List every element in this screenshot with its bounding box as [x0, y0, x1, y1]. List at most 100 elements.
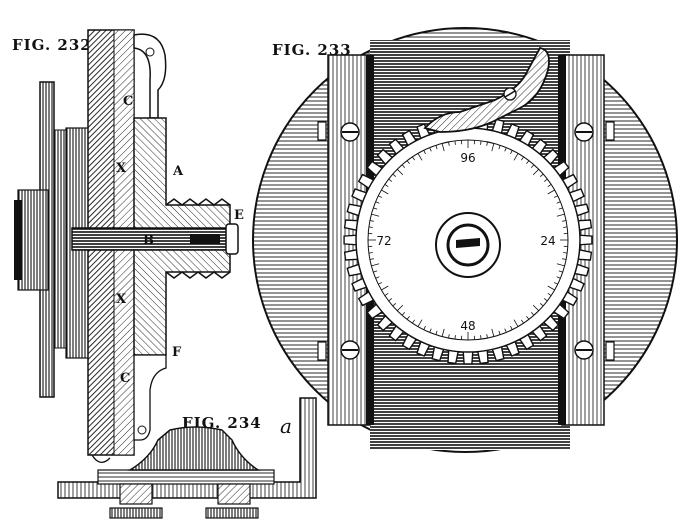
- graduation-tick: [556, 276, 561, 279]
- cone-boss: [127, 426, 261, 471]
- graduation-tick: [423, 325, 426, 330]
- graduation-tick: [429, 147, 432, 152]
- graduation-tick: [558, 207, 563, 210]
- graduation-tick: [480, 335, 482, 340]
- graduation-tick: [369, 220, 374, 222]
- label-x-bottom: X: [116, 292, 127, 307]
- graduation-tick: [441, 143, 445, 152]
- graduation-tick: [412, 156, 416, 161]
- graduation-tick: [547, 189, 555, 195]
- figure-232: FIG. 232 C X A E B X F C: [12, 29, 244, 463]
- graduation-tick: [510, 150, 513, 155]
- graduation-tick: [401, 164, 406, 169]
- graduation-tick: [520, 319, 524, 324]
- graduation-tick: [510, 325, 513, 330]
- graduation-tick: [388, 178, 393, 182]
- graduation-tick: [448, 334, 450, 339]
- label-c-bottom: C: [120, 371, 130, 386]
- label-e: E: [234, 208, 244, 223]
- graduation-tick: [371, 213, 380, 217]
- graduation-tick: [375, 276, 380, 279]
- figure-234: FIG. 234 a: [57, 397, 317, 519]
- graduation-tick: [371, 263, 380, 267]
- graduation-tick: [491, 328, 495, 337]
- graduation-tick: [435, 330, 438, 335]
- graduation-tick: [563, 226, 568, 228]
- graduation-tick: [486, 141, 488, 146]
- graduation-tick: [373, 270, 378, 273]
- dial-number-bottom: 48: [460, 319, 475, 333]
- graduation-tick: [378, 282, 383, 285]
- graduation-tick: [373, 207, 378, 210]
- label-a-lower: a: [280, 414, 292, 438]
- graduation-tick: [556, 213, 565, 217]
- graduation-tick: [423, 150, 426, 155]
- graduation-tick: [562, 220, 567, 222]
- graduation-tick: [553, 282, 558, 285]
- graduation-tick: [454, 140, 456, 145]
- nut-left: [119, 483, 153, 505]
- graduation-tick: [526, 160, 530, 165]
- thumbscrew-right: [205, 507, 259, 519]
- graduation-tick: [448, 141, 450, 146]
- graduation-tick: [556, 263, 565, 267]
- dial-number-right: 24: [540, 234, 555, 248]
- graduation-tick: [526, 315, 530, 320]
- graduation-tick: [556, 201, 561, 204]
- graduation-tick: [530, 311, 535, 316]
- screw-heads: [340, 122, 594, 360]
- graduation-tick: [513, 153, 519, 161]
- graduation-tick: [513, 319, 519, 327]
- thumbscrew-left: [109, 507, 163, 519]
- graduation-tick: [397, 169, 404, 176]
- graduation-tick: [381, 189, 389, 195]
- stop-right-bottom: [605, 341, 615, 361]
- graduation-tick: [388, 298, 393, 302]
- graduation-tick: [397, 304, 404, 311]
- graduation-tick: [532, 169, 539, 176]
- graduation-tick: [530, 164, 535, 169]
- graduation-tick: [378, 195, 383, 198]
- graduation-tick: [384, 184, 389, 188]
- stop-left-top: [317, 121, 327, 141]
- graduation-tick: [558, 270, 563, 273]
- spindle-nose: [17, 189, 49, 291]
- graduation-tick: [532, 304, 539, 311]
- graduation-tick: [368, 252, 373, 254]
- graduation-tick: [539, 173, 544, 178]
- graduation-tick: [543, 178, 548, 182]
- graduation-tick: [406, 160, 410, 165]
- label-f: F: [172, 345, 182, 360]
- graduation-tick: [486, 334, 488, 339]
- graduation-tick: [392, 173, 397, 178]
- base-block: [97, 469, 275, 485]
- spindle-end: [14, 200, 22, 280]
- graduation-tick: [562, 258, 567, 260]
- screw-thread: [165, 198, 231, 279]
- graduation-ticks: [368, 140, 568, 340]
- graduation-tick: [498, 145, 501, 150]
- graduation-tick: [368, 226, 373, 228]
- graduation-tick: [547, 184, 552, 188]
- graduation-tick: [412, 319, 416, 324]
- label-c-top: C: [123, 94, 133, 109]
- detent-pawl: [423, 47, 550, 133]
- graduation-tick: [417, 319, 423, 327]
- graduation-tick: [454, 335, 456, 340]
- graduation-tick: [504, 328, 507, 333]
- graduation-tick: [429, 328, 432, 333]
- graduation-tick: [375, 201, 380, 204]
- graduation-tick: [406, 315, 410, 320]
- graduation-tick: [563, 252, 568, 254]
- graduation-tick: [369, 258, 374, 260]
- figure-233: FIG. 233 96 24 48 72: [252, 27, 678, 453]
- dial-number-top: 96: [460, 151, 475, 165]
- graduation-tick: [498, 330, 501, 335]
- dial-number-left: 72: [376, 234, 391, 248]
- stop-left-bottom: [317, 341, 327, 361]
- graduation-tick: [401, 311, 406, 316]
- screw-head-e: [225, 223, 239, 255]
- top-clip: [133, 33, 167, 119]
- angle-plate: [57, 397, 317, 499]
